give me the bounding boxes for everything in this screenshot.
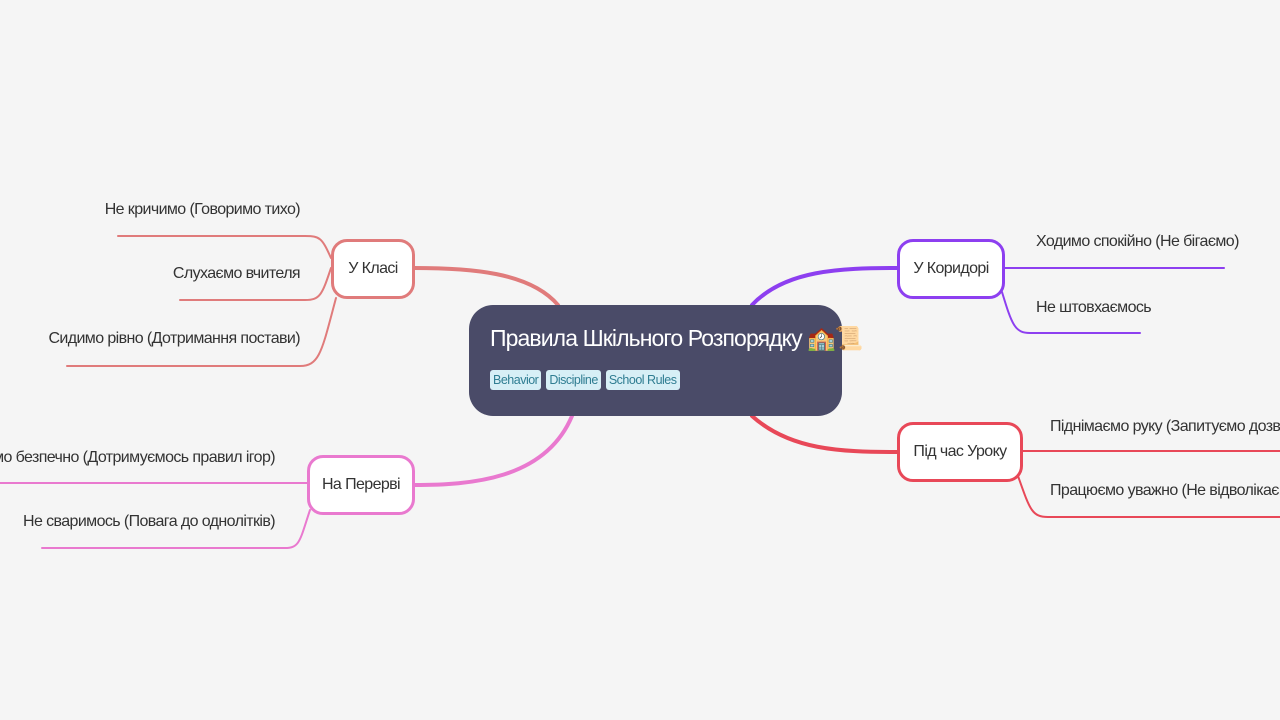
leaf-lesson-1[interactable]: Піднімаємо руку (Запитуємо дозволу xyxy=(1050,418,1280,435)
tag-discipline[interactable]: Discipline xyxy=(546,370,601,390)
link-break-2 xyxy=(41,509,311,549)
link-lesson-2 xyxy=(1017,475,1280,518)
node-break[interactable]: На Перерві xyxy=(307,455,415,515)
link-corridor xyxy=(750,266,899,307)
tag-behavior[interactable]: Behavior xyxy=(490,370,542,390)
leaf-class-2[interactable]: Слухаємо вчителя xyxy=(172,265,301,282)
leaf-corridor-2[interactable]: Не штовхаємось xyxy=(1036,299,1152,316)
node-lesson[interactable]: Під час Уроку xyxy=(897,422,1023,482)
school-scroll-emoji-icon: 🏫📜 xyxy=(807,325,863,351)
link-class-1 xyxy=(117,235,332,259)
node-corridor[interactable]: У Коридорі xyxy=(897,239,1005,299)
link-class xyxy=(412,266,560,307)
root-title-text: Правила Шкільного Розпорядку xyxy=(490,325,803,351)
link-lesson xyxy=(750,414,899,454)
tag-list: Behavior Discipline School Rules xyxy=(490,370,842,390)
leaf-class-3[interactable]: Сидимо рівно (Дотримання постави) xyxy=(48,330,300,347)
leaf-break-2[interactable]: Не сваримось (Повага до однолітків) xyxy=(23,513,276,530)
node-class[interactable]: У Класі xyxy=(331,239,415,299)
tag-school-rules[interactable]: School Rules xyxy=(605,370,680,390)
link-corridor-2 xyxy=(1001,291,1141,334)
link-break xyxy=(412,414,574,487)
leaf-class-1[interactable]: Не кричимо (Говоримо тихо) xyxy=(104,201,301,218)
root-title: Правила Шкільного Розпорядку 🏫📜 xyxy=(490,325,864,352)
leaf-lesson-2[interactable]: Працюємо уважно (Не відволікаємос xyxy=(1050,482,1280,499)
link-class-3 xyxy=(66,297,337,367)
root-node[interactable]: Правила Шкільного Розпорядку 🏫📜 Behavior… xyxy=(469,305,864,416)
link-class-2 xyxy=(179,267,332,301)
leaf-corridor-1[interactable]: Ходимо спокійно (Не бігаємо) xyxy=(1036,233,1239,250)
leaf-break-1[interactable]: аємо безпечно (Дотримуємось правил ігор) xyxy=(0,449,276,466)
